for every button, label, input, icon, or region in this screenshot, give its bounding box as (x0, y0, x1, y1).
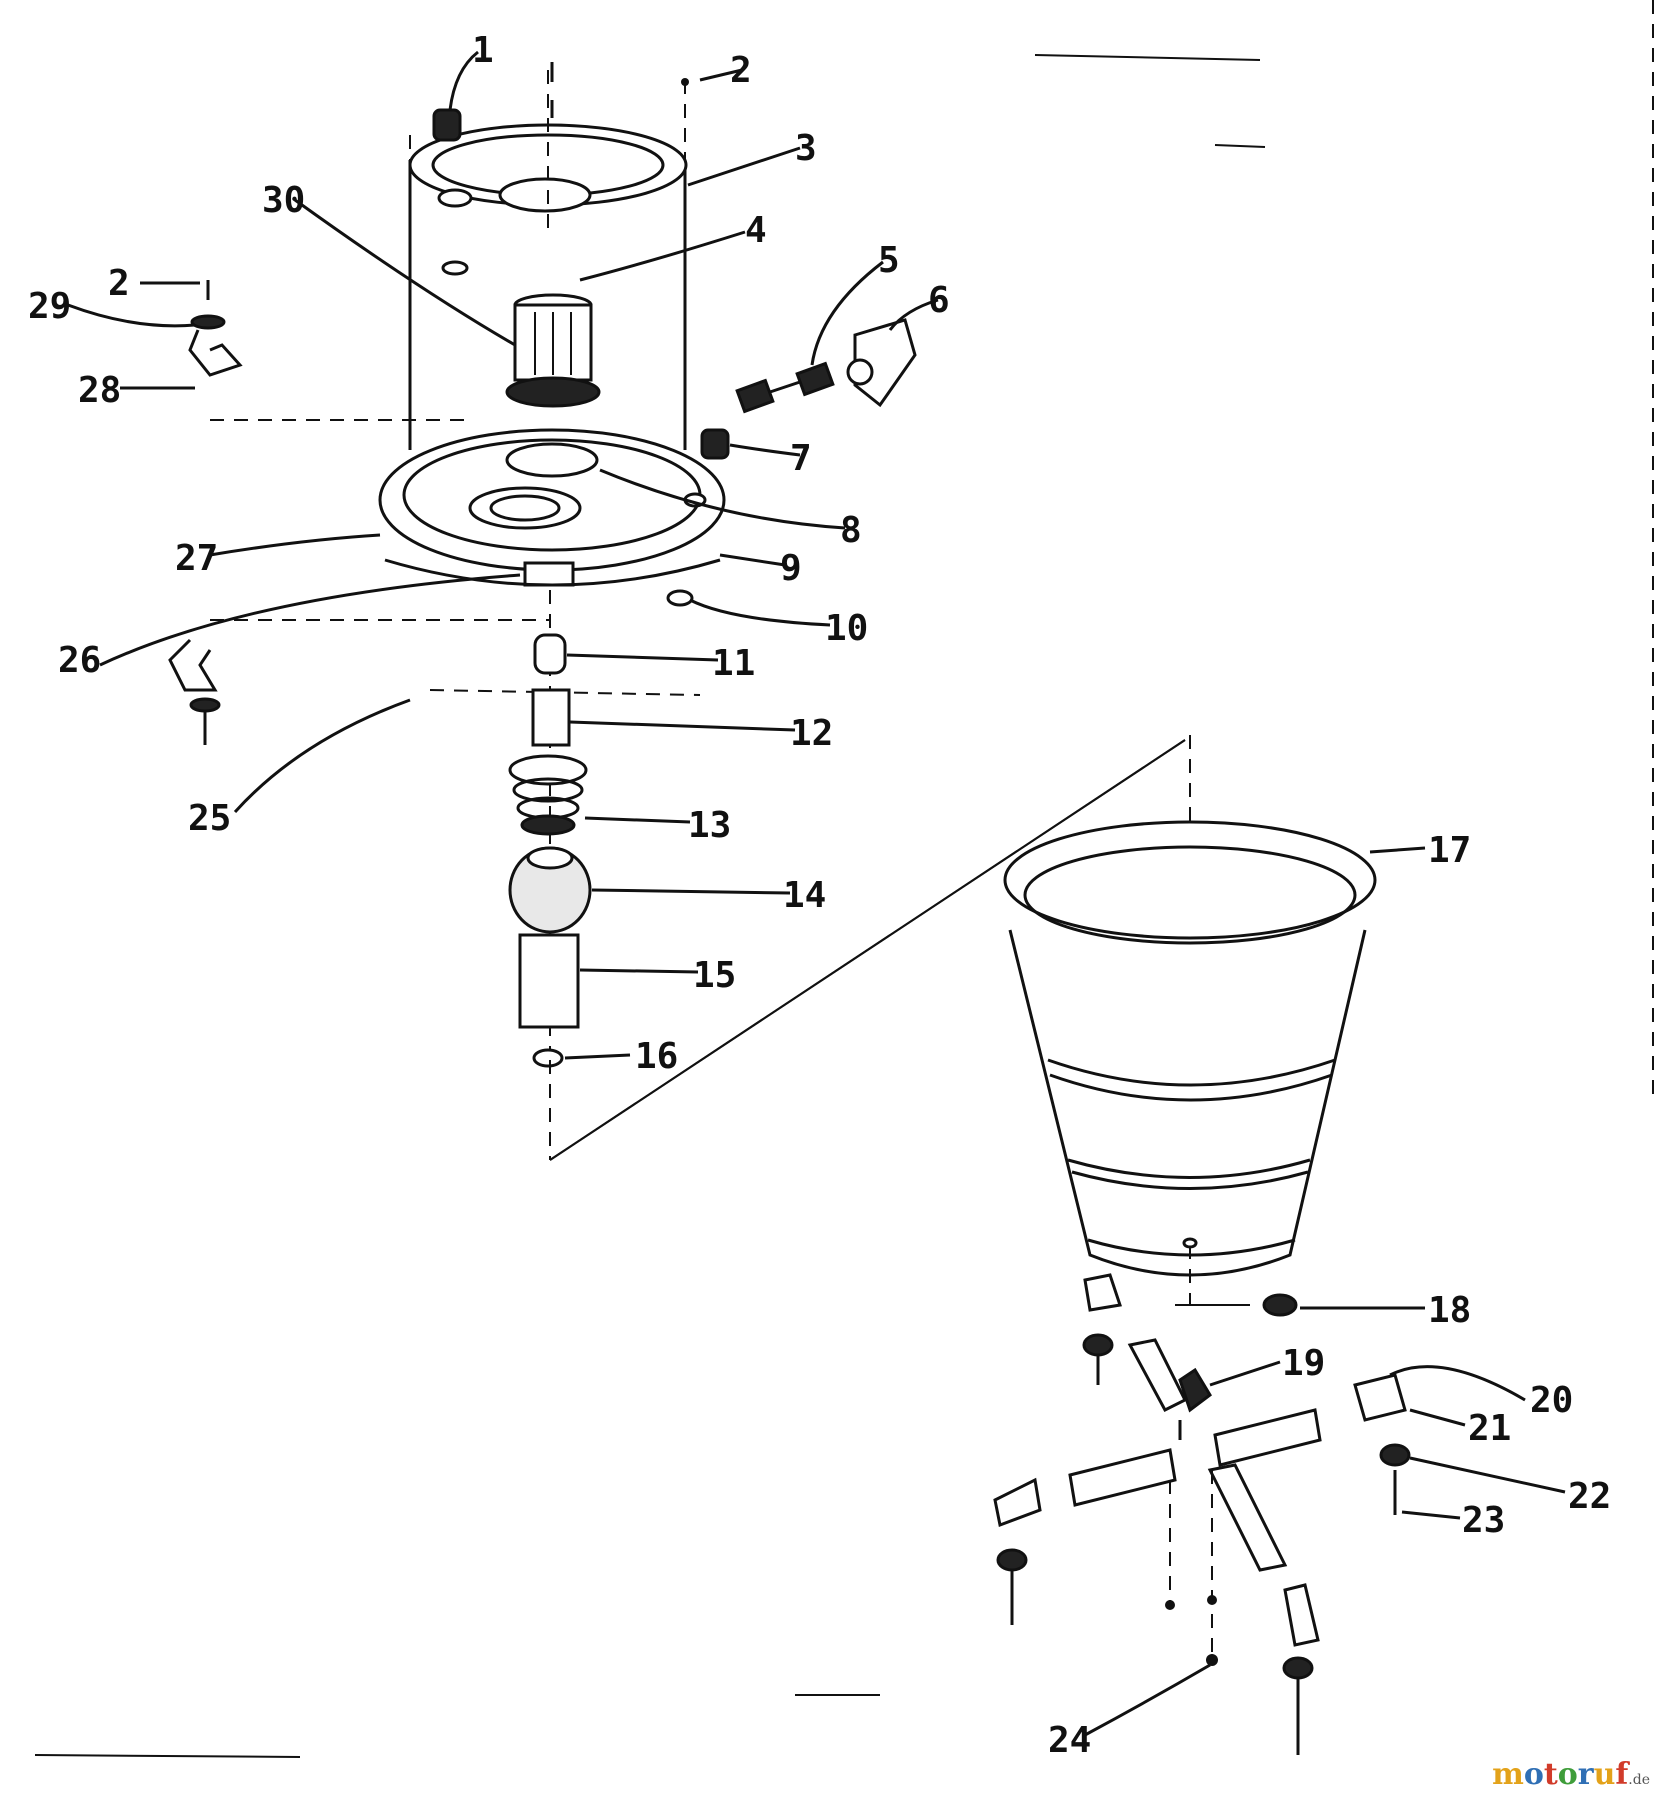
label-part-21: 21 (1468, 1408, 1511, 1449)
label-part-11: 11 (712, 643, 755, 684)
watermark-letter: o (1557, 1757, 1578, 1792)
part-7-plug (700, 428, 730, 460)
part-10-washer (666, 589, 694, 607)
label-part-4: 4 (745, 210, 767, 251)
part-26-clip (168, 638, 221, 745)
label-part-19: 19 (1282, 1343, 1325, 1384)
label-part-27: 27 (175, 538, 218, 579)
part-5-fitting (735, 361, 835, 414)
watermark-tld: .de (1628, 1772, 1650, 1788)
label-part-28: 28 (78, 370, 121, 411)
label-part-25: 25 (188, 798, 231, 839)
label-part-8: 8 (840, 510, 862, 551)
part-19-leg-hub (1127, 1338, 1212, 1440)
label-part-2-top: 2 (730, 50, 752, 91)
label-part-7: 7 (790, 438, 812, 479)
part-16-washer (532, 1048, 564, 1068)
label-part-10: 10 (825, 608, 868, 649)
part-17-drum (1003, 820, 1377, 1277)
label-part-12: 12 (790, 713, 833, 754)
label-part-17: 17 (1428, 830, 1471, 871)
part-21-bracket (1353, 1373, 1407, 1422)
part-3-housing (408, 123, 688, 450)
label-part-15: 15 (693, 955, 736, 996)
label-part-6: 6 (928, 280, 950, 321)
part-11-valve-stem (533, 633, 567, 675)
label-part-24: 24 (1048, 1720, 1091, 1761)
part-15-sleeve (518, 933, 580, 1029)
part-13-spring (508, 754, 588, 836)
watermark-letter: m (1492, 1757, 1524, 1792)
label-part-26: 26 (58, 640, 101, 681)
watermark-letter: r (1577, 1757, 1594, 1792)
watermark-letter: f (1615, 1757, 1629, 1792)
part-1-knob (432, 108, 462, 142)
label-part-18: 18 (1428, 1290, 1471, 1331)
label-part-2-left: 2 (108, 263, 130, 304)
leg-right (1213, 1408, 1322, 1467)
label-part-20: 20 (1530, 1380, 1573, 1421)
label-part-16: 16 (635, 1036, 678, 1077)
label-part-29: 29 (28, 286, 71, 327)
part-2-screw-top (550, 62, 689, 118)
label-part-5: 5 (878, 240, 900, 281)
part-30-filter (505, 293, 601, 408)
watermark-letter: o (1523, 1757, 1544, 1792)
label-part-30: 30 (262, 180, 305, 221)
watermark-letter: t (1543, 1757, 1558, 1792)
part-18-connector (1262, 1293, 1298, 1317)
label-part-14: 14 (783, 875, 826, 916)
leg-left (1068, 1448, 1177, 1507)
leg-bottom (1207, 1463, 1288, 1572)
watermark-logo: motoruf.de (1492, 1757, 1650, 1792)
watermark-letter: u (1593, 1757, 1616, 1792)
label-part-22: 22 (1568, 1476, 1611, 1517)
part-24-screws (1165, 1470, 1218, 1666)
leader-lines (67, 50, 1566, 1737)
label-part-23: 23 (1462, 1500, 1505, 1541)
part-14-float-ball (508, 846, 592, 934)
part-9-base-plate (378, 428, 726, 587)
center-lines (210, 70, 1250, 1306)
label-part-1: 1 (472, 30, 494, 71)
part-28-clip (188, 280, 243, 377)
label-part-9: 9 (780, 548, 802, 589)
part-6-cap (846, 318, 917, 408)
scan-marks (34, 0, 1654, 1758)
label-part-13: 13 (688, 805, 731, 846)
part-12-tube (531, 688, 571, 747)
caster-wheels (993, 1273, 1411, 1755)
assembly-guide-lines (549, 739, 1186, 1161)
part-labels: 1 2 3 4 5 6 7 8 9 10 11 12 13 14 15 16 1… (28, 30, 1611, 1761)
label-part-3: 3 (795, 128, 817, 169)
